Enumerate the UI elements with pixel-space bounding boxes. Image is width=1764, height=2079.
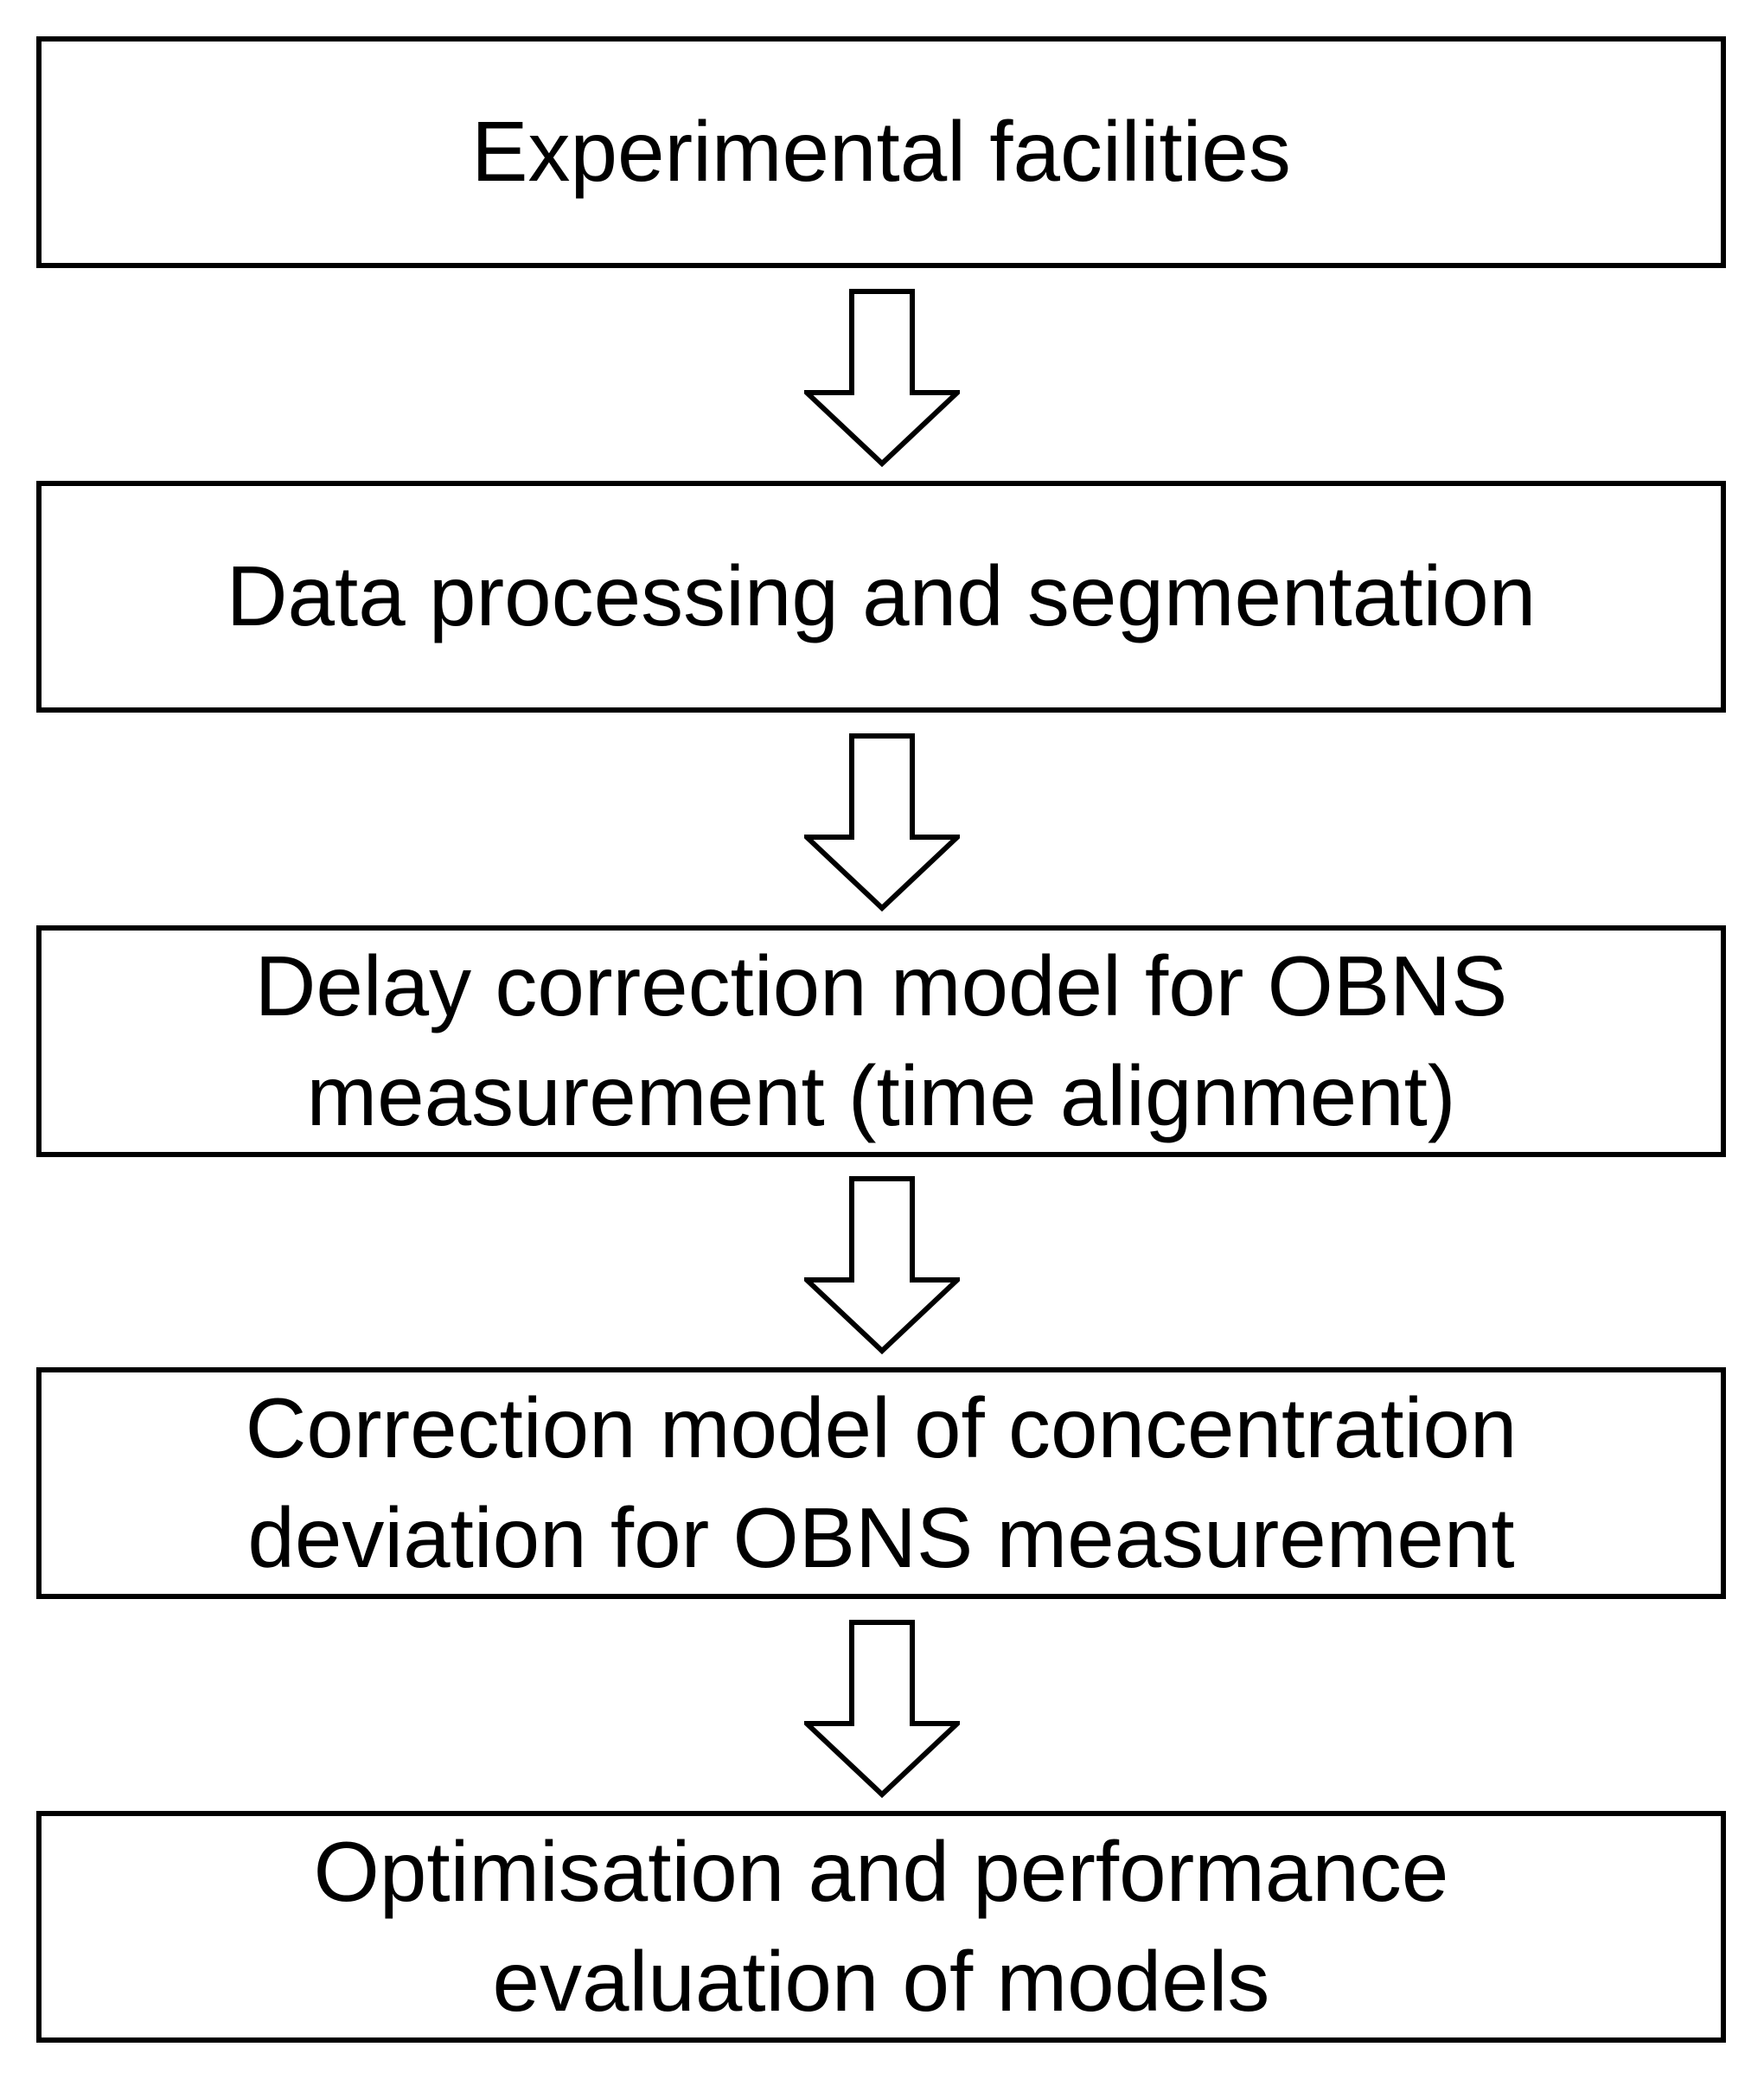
step-label: Data processing and segmentation <box>226 548 1537 644</box>
down-arrow-icon <box>804 1620 960 1798</box>
step-label: Optimisation and performance evaluation … <box>313 1823 1449 2029</box>
down-arrow-icon <box>804 289 960 467</box>
step-label: Delay correction model for OBNS measurem… <box>254 937 1508 1143</box>
down-arrow-icon <box>804 1176 960 1354</box>
step-delay-correction-model: Delay correction model for OBNS measurem… <box>36 925 1726 1157</box>
step-label: Experimental facilities <box>471 104 1291 200</box>
step-experimental-facilities: Experimental facilities <box>36 36 1726 268</box>
step-concentration-correction-model: Correction model of concentration deviat… <box>36 1367 1726 1599</box>
step-optimisation-evaluation: Optimisation and performance evaluation … <box>36 1811 1726 2043</box>
step-label: Correction model of concentration deviat… <box>245 1379 1518 1585</box>
down-arrow-icon <box>804 733 960 912</box>
step-data-processing: Data processing and segmentation <box>36 481 1726 713</box>
